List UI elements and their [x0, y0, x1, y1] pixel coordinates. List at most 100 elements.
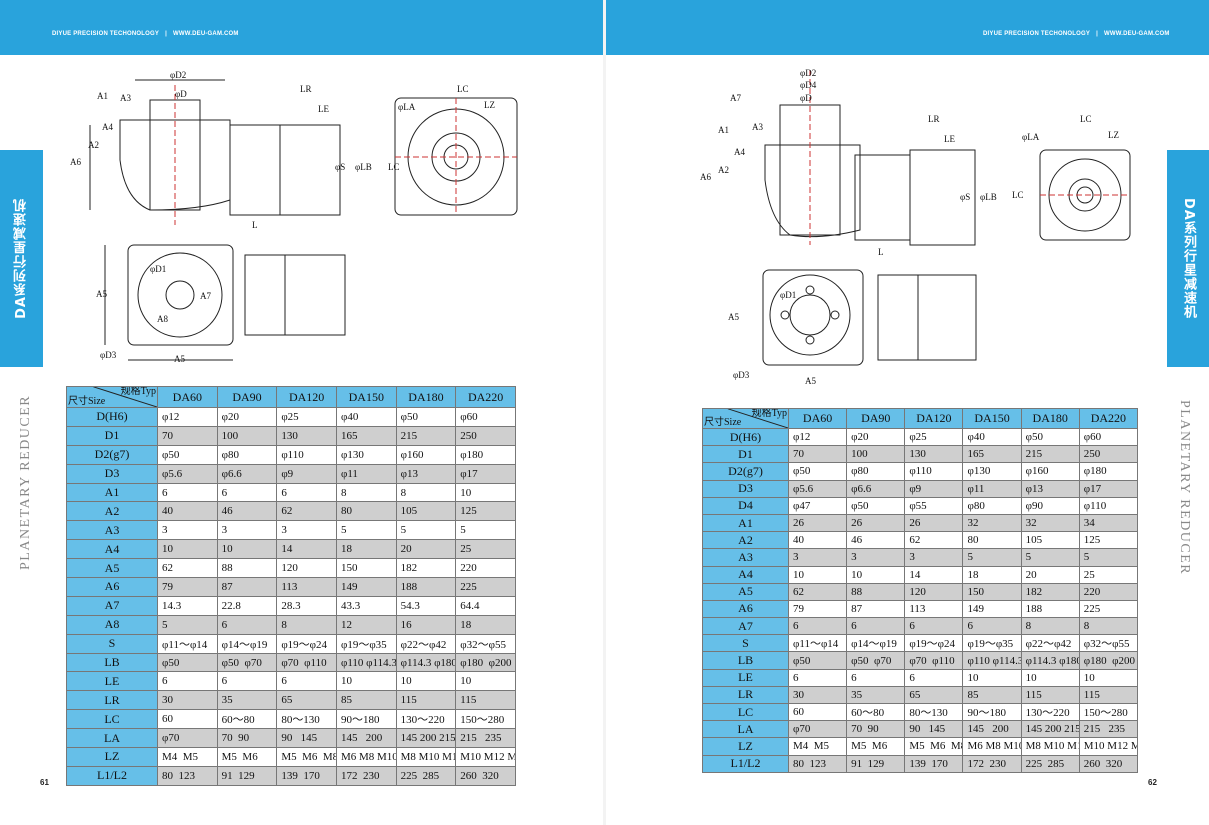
dimension-label: φLA [398, 102, 416, 112]
table-cell: φ17 [1078, 479, 1138, 498]
table-cell: 149 [962, 599, 1022, 619]
dimension-label: LC [1080, 114, 1092, 124]
table-cell: φ110 [1078, 496, 1138, 515]
table-cell: 260 320 [455, 765, 516, 786]
table-cell: φ110 [904, 462, 964, 481]
table-cell: 25 [455, 539, 516, 560]
type-label: 规格Typ [751, 408, 787, 419]
table-cell: 8 [1020, 617, 1080, 636]
row-label: LB [702, 651, 789, 670]
table-cell: 172 230 [962, 754, 1022, 773]
table-cell: 5 [395, 520, 457, 541]
table-cell: 10 [962, 668, 1022, 687]
table-cell: 80～130 [904, 702, 964, 722]
table-cell: φ114.3 φ180 [1020, 651, 1080, 670]
dimension-label: φLA [1022, 132, 1040, 142]
table-cell: 70 [157, 425, 218, 446]
dimension-label: φS [960, 192, 970, 202]
table-cell: M4 M5 [157, 747, 218, 767]
table-cell: φ60 [1078, 427, 1138, 447]
table-cell: 65 [276, 690, 337, 711]
table-cell: M5 M6 [846, 737, 906, 756]
table-cell: 46 [846, 531, 906, 550]
dimension-label: L [252, 220, 258, 230]
dimension-label: A2 [88, 140, 99, 150]
table-cell: φ70 [787, 720, 848, 739]
table-cell: φ180 [455, 444, 516, 465]
table-cell: 182 [395, 558, 457, 579]
table-cell: M10 M12 M16 [455, 747, 516, 767]
table-cell: 91 129 [846, 754, 906, 773]
table-cell: φ19～φ35 [962, 634, 1022, 653]
table-cell: 6 [904, 668, 964, 687]
dimension-label: A6 [70, 157, 81, 167]
column-header: DA120 [904, 408, 964, 429]
table-cell: φ160 [395, 444, 457, 465]
table-cell: 139 170 [276, 765, 337, 786]
table-cell: 20 [1020, 565, 1080, 584]
table-cell: 85 [335, 690, 397, 711]
dimension-label: A5 [805, 376, 816, 386]
table-cell: 150～280 [455, 709, 516, 730]
page-number-left: 61 [40, 778, 49, 787]
dimension-label: A1 [97, 91, 108, 101]
website-link: WWW.DEU-GAM.COM [1103, 31, 1170, 37]
table-cell: 10 [157, 539, 218, 560]
table-cell: 6 [846, 668, 906, 687]
table-cell: 35 [216, 690, 278, 711]
table-cell: φ32～φ55 [1078, 634, 1138, 653]
table-cell: 10 [787, 565, 848, 584]
dimension-label: A5 [96, 289, 107, 299]
table-cell: φ130 [335, 444, 397, 465]
dimension-label: A3 [120, 93, 131, 103]
row-label: D3 [66, 463, 158, 484]
table-cell: 85 [962, 685, 1022, 705]
row-label: LR [66, 690, 158, 711]
table-cell: φ13 [1020, 479, 1080, 498]
table-cell: M5 M6 M8 [276, 747, 337, 767]
table-cell: 113 [904, 599, 964, 619]
row-label: D3 [702, 479, 789, 498]
table-cell: 130～220 [1020, 702, 1080, 722]
table-cell: 28.3 [276, 595, 337, 616]
series-tab-right: DA系列行星减速机 [1167, 150, 1209, 367]
table-cell: 12 [335, 614, 397, 635]
table-cell: 145 200 215 [395, 728, 457, 749]
table-cell: 18 [335, 539, 397, 560]
table-cell: 18 [962, 565, 1022, 584]
dimension-label: φD2 [170, 70, 186, 80]
table-cell: 165 [962, 445, 1022, 464]
dimension-label: A4 [102, 122, 113, 132]
table-cell: 40 [157, 501, 218, 522]
table-cell: 5 [1020, 548, 1080, 567]
table-cell: φ40 [962, 427, 1022, 447]
table-cell: 5 [1078, 548, 1138, 567]
table-cell: φ55 [904, 496, 964, 515]
website-link: WWW.DEU-GAM.COM [172, 31, 239, 37]
table-cell: φ110 [276, 444, 337, 465]
table-cell: M5 M6 [216, 747, 278, 767]
table-cell: 16 [395, 614, 457, 635]
row-label: A7 [66, 595, 158, 616]
table-cell: 145 200 [335, 728, 397, 749]
row-label: LZ [702, 737, 789, 756]
dimension-label: L [878, 247, 884, 257]
table-cell: φ22～φ42 [1020, 634, 1080, 653]
table-cell: 215 [1020, 445, 1080, 464]
row-label: A2 [66, 501, 158, 522]
table-cell: 10 [1020, 668, 1080, 687]
row-label: D1 [66, 425, 158, 446]
table-cell: 115 [395, 690, 457, 711]
row-label: A6 [66, 577, 158, 597]
